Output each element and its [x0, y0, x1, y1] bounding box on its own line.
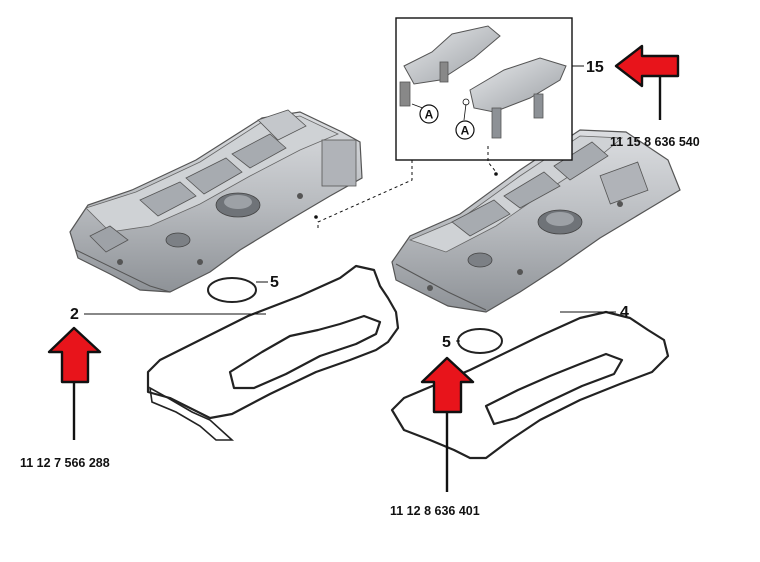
circle-label-a-left: A [425, 108, 434, 122]
callout-5-left: 5 [270, 274, 279, 291]
dashed-leader-right [487, 146, 497, 173]
reference-circle-a-right: A [455, 120, 475, 140]
callout-5-right: 5 [442, 334, 451, 351]
seal-ring-left [207, 277, 257, 303]
gasket-right [390, 310, 670, 460]
reference-circle-a-left: A [419, 104, 439, 124]
circle-label-a-right: A [461, 124, 470, 138]
part-number-gasket-right: 11 12 8 636 401 [390, 504, 480, 518]
red-arrow-up-right [420, 356, 475, 492]
red-arrow-up-left [47, 326, 102, 440]
callout-2: 2 [70, 306, 79, 323]
valve-cover-right [391, 129, 681, 313]
valve-cover-left [69, 109, 363, 293]
part-number-gasket-left: 11 12 7 566 288 [20, 456, 110, 470]
callout-15: 15 [586, 59, 604, 76]
seal-ring-right [457, 328, 503, 354]
part-number-ventilation-module: 11 15 8 636 540 [610, 135, 700, 149]
callout-4: 4 [620, 304, 629, 321]
gasket-left [146, 264, 400, 420]
red-arrow-left-top [614, 44, 680, 120]
ventilation-module-box [395, 17, 573, 161]
